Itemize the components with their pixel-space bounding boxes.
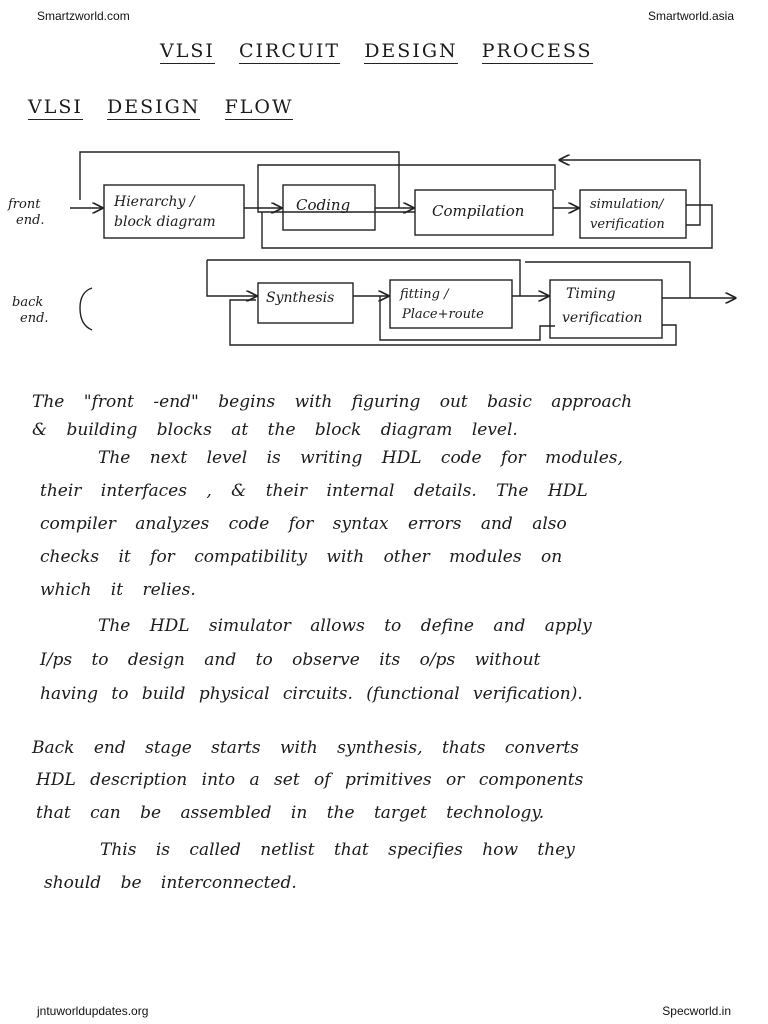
header-left-site: Smartzworld.com <box>37 9 130 23</box>
box-label: verification <box>590 217 665 232</box>
box-label: Place+route <box>401 307 484 322</box>
body-line: that can be assembled in the target tech… <box>36 803 545 823</box>
body-line: HDL description into a set of primitives… <box>36 770 584 790</box>
box-simulation <box>579 189 687 239</box>
footer-right-site: Specworld.in <box>662 1004 731 1018</box>
footer-left-site: jntuworldupdates.org <box>37 1004 149 1018</box>
box-label: Timing <box>566 286 616 302</box>
body-line: The HDL simulator allows to define and a… <box>98 616 592 636</box>
body-line: I/ps to design and to observe its o/ps w… <box>40 650 541 670</box>
body-line: Back end stage starts with synthesis, th… <box>32 738 579 758</box>
back-end-label: end. <box>20 311 49 326</box>
box-label: Hierarchy / <box>113 194 196 210</box>
design-flow-diagram: front end. back end. Hierarchy / block d… <box>7 151 768 346</box>
body-line: checks it for compatibility with other m… <box>40 547 563 567</box>
box-hierarchy <box>103 184 245 239</box>
box-label: Compilation <box>432 202 524 220</box>
body-line: their interfaces , & their internal deta… <box>40 481 588 501</box>
section-heading: VLSI DESIGN FLOW <box>28 96 294 120</box>
heading-word: VLSI <box>28 96 83 120</box>
box-fitting <box>389 279 513 329</box>
page-title: VLSI CIRCUIT DESIGN PROCESS <box>160 40 593 64</box>
front-end-label: end. <box>16 213 45 228</box>
heading-word: FLOW <box>224 96 294 120</box>
box-label: Synthesis <box>266 290 334 306</box>
box-label: fitting / <box>399 287 450 302</box>
title-word: CIRCUIT <box>239 40 341 64</box>
body-line: This is called netlist that specifies ho… <box>100 840 575 860</box>
box-timing <box>549 279 663 339</box>
title-word: VLSI <box>160 40 215 64</box>
body-line: having to build physical circuits. (func… <box>40 684 583 704</box>
back-end-label: back <box>12 295 43 310</box>
body-line: compiler analyzes code for syntax errors… <box>40 514 567 534</box>
front-end-label: front <box>7 197 41 212</box>
title-word: DESIGN <box>364 40 458 64</box>
body-line: The "front -end" begins with figuring ou… <box>32 392 633 412</box>
box-synthesis <box>257 282 354 324</box>
box-label: simulation/ <box>590 197 665 212</box>
body-line: which it relies. <box>40 580 196 600</box>
body-line: should be interconnected. <box>44 873 297 893</box>
body-line: & building blocks at the block diagram l… <box>32 420 518 440</box>
title-word: PROCESS <box>481 40 593 64</box>
box-label: verification <box>562 310 642 326</box>
box-label: Coding <box>296 196 350 214</box>
box-label: block diagram <box>114 214 216 230</box>
heading-word: DESIGN <box>107 96 201 120</box>
header-right-site: Smartworld.asia <box>647 9 734 23</box>
body-line: The next level is writing HDL code for m… <box>98 448 623 468</box>
